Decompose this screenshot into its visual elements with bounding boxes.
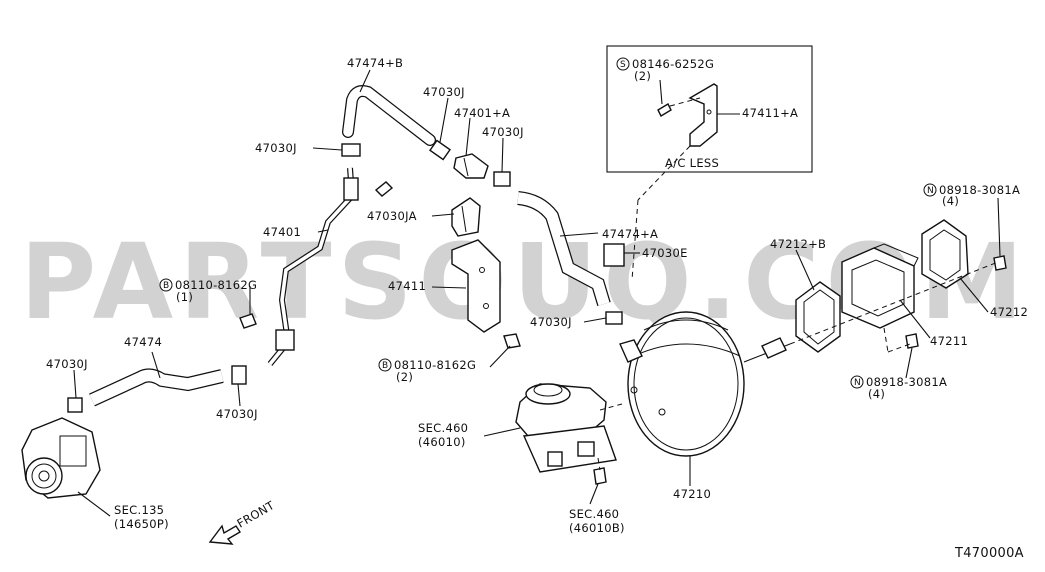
inset-box: A/C LESS (606, 45, 813, 281)
bolt-1-part (239, 313, 257, 329)
leader-lines (73, 69, 1001, 517)
label-sec135-1: SEC.135 (114, 503, 164, 517)
label-nut-top-code: 08918-3081A (939, 183, 1020, 197)
label-inset-bolt-qty: (2) (634, 69, 651, 83)
label-clip-e: 47030E (642, 246, 688, 260)
hose-b-part (342, 85, 436, 146)
inset-bolt-part (657, 103, 672, 117)
diagram-code: T470000A (954, 546, 1024, 561)
label-check-valve: 47401+A (454, 106, 510, 120)
nut-symbol-bot-text: N (854, 378, 861, 388)
label-sec460b-2: (46010B) (569, 521, 625, 535)
screw-symbol-inset-text: S (620, 60, 626, 70)
label-nut-bot-code: 08918-3081A (866, 375, 947, 389)
bolt-upper-part (374, 181, 394, 197)
label-bracket: 47411 (388, 279, 426, 293)
label-bolt-2-code: 08110-8162G (394, 358, 476, 372)
front-arrow-icon (208, 524, 241, 545)
label-booster: 47210 (673, 487, 711, 501)
spacer-part (841, 243, 919, 329)
label-hose-a: 47474+A (602, 227, 658, 241)
master-cylinder-part (515, 383, 617, 485)
nut-top-part (993, 255, 1007, 271)
label-bolt-2-qty: (2) (396, 370, 413, 384)
clip-e-part (603, 243, 625, 267)
clip-left-part (341, 143, 361, 157)
label-sec460-1: SEC.460 (418, 421, 468, 435)
nut-bot-part (905, 333, 919, 349)
vacuum-pump-part (21, 417, 101, 499)
clip-top-part (429, 139, 451, 161)
brake-booster-part (599, 311, 791, 457)
clip-mid-part (605, 311, 623, 325)
bolt-symbol-2 (378, 358, 392, 372)
label-clip-ja: 47030JA (367, 209, 417, 223)
label-inset-bracket: 47411+A (742, 106, 798, 120)
label-clip-far-left: 47030J (46, 357, 88, 371)
part-labels: 47474+B 47030J 47401+A 47030J 47030J 470… (46, 56, 1028, 535)
hose-47474-part (89, 368, 224, 407)
nut-symbol-bot (850, 375, 864, 389)
inset-bracket-part (688, 83, 718, 147)
label-nut-top-qty: (4) (942, 194, 959, 208)
nut-symbol-top (923, 183, 937, 197)
label-gasket-b: 47212+B (770, 237, 826, 251)
label-sec460b-1: SEC.460 (569, 507, 619, 521)
gasket-b-part (795, 281, 841, 353)
clip-bottom-part (231, 365, 247, 385)
label-sec460-2: (46010) (418, 435, 466, 449)
label-clip-bottom: 47030J (216, 407, 258, 421)
bolt-symbol-1 (159, 278, 173, 292)
nut-symbol-top-text: N (927, 186, 934, 196)
bracket-47411-part (451, 239, 501, 333)
label-clip-left: 47030J (255, 141, 297, 155)
label-gasket: 47212 (990, 305, 1028, 319)
label-tube: 47401 (263, 225, 301, 239)
clip-right-part (493, 171, 511, 187)
bolt-symbol-2-text: B (382, 361, 388, 371)
inset-title: A/C LESS (665, 156, 719, 170)
bolt-2-part (503, 333, 521, 349)
label-sec135-2: (14650P) (114, 517, 169, 531)
screw-symbol-inset (616, 57, 630, 71)
label-hose: 47474 (124, 335, 162, 349)
clip-far-left-part (67, 397, 83, 413)
tube-47401-part (267, 167, 359, 366)
label-hose-b: 47474+B (347, 56, 403, 70)
clip-ja-part (451, 197, 481, 237)
check-valve-part (453, 153, 489, 179)
label-clip-right: 47030J (482, 125, 524, 139)
label-clip-mid: 47030J (530, 315, 572, 329)
label-nut-bot-qty: (4) (868, 387, 885, 401)
label-inset-bolt-code: 08146-6252G (632, 57, 714, 71)
front-indicator: FRONT (208, 498, 278, 545)
label-clip-top: 47030J (423, 85, 465, 99)
label-spacer: 47211 (930, 334, 968, 348)
label-bolt-1-code: 08110-8162G (175, 278, 257, 292)
label-bolt-1-qty: (1) (176, 290, 193, 304)
hose-a-part (517, 191, 611, 307)
front-label: FRONT (235, 498, 278, 531)
bolt-symbol-1-text: B (163, 281, 169, 291)
